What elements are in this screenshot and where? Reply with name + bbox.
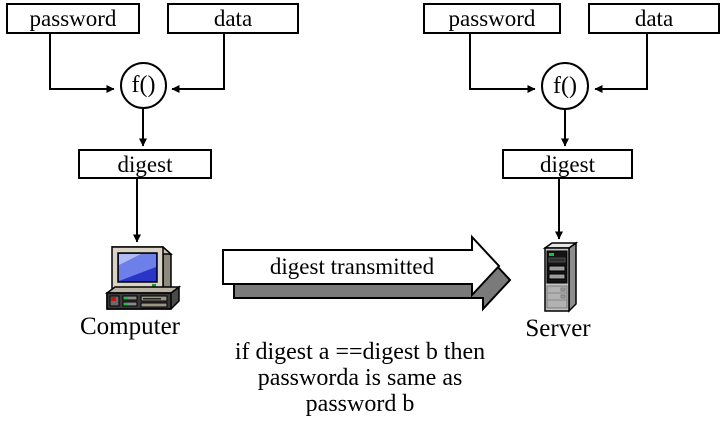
transmit-arrow-body xyxy=(222,234,501,298)
left-data-box: data xyxy=(167,3,299,34)
left-data-to-f-connector xyxy=(171,33,225,93)
right-data-to-f-connector xyxy=(594,33,648,93)
computer-icon xyxy=(104,246,182,310)
caption-line-2: passworda is same as xyxy=(257,365,463,391)
server-icon xyxy=(542,241,579,313)
left-hash-function-circle: f() xyxy=(120,62,167,109)
right-password-to-f-connector xyxy=(469,33,536,93)
left-password-to-f-connector xyxy=(49,33,115,93)
caption-line-1: if digest a ==digest b then xyxy=(234,339,486,365)
right-data-box: data xyxy=(588,3,720,34)
right-hash-function-circle: f() xyxy=(541,62,589,110)
right-digest-box: digest xyxy=(502,149,633,179)
comparison-caption: if digest a ==digest b then passworda is… xyxy=(181,339,539,417)
left-digest-box: digest xyxy=(78,149,212,179)
computer-label: Computer xyxy=(80,313,180,340)
transmit-arrow-label: digest transmitted xyxy=(269,254,435,279)
right-password-box: password xyxy=(423,3,561,34)
server-label: Server xyxy=(525,315,591,342)
caption-line-3: password b xyxy=(305,391,415,417)
left-password-box: password xyxy=(6,3,140,34)
